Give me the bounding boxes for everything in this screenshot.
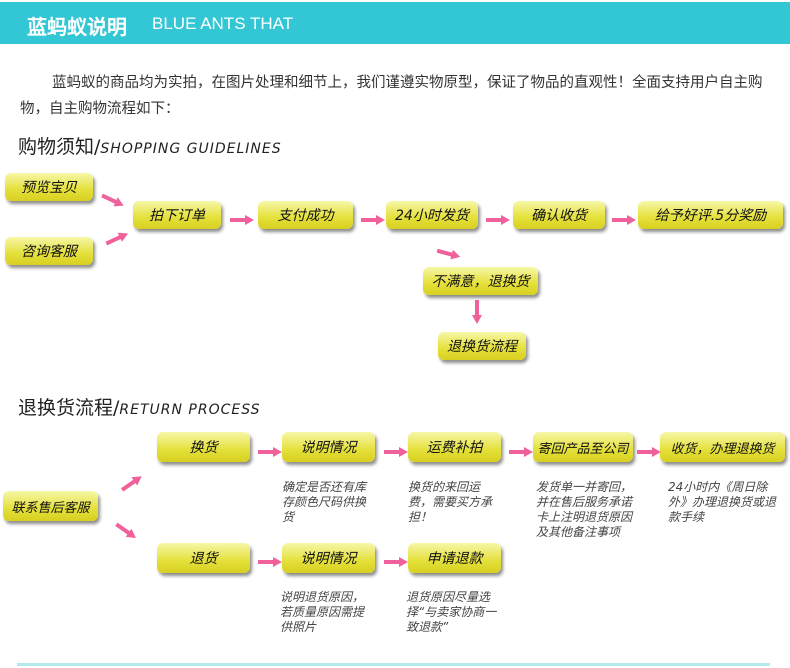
arrow-icon (436, 241, 463, 260)
step-preview: 预览宝贝 (5, 173, 93, 201)
note-receive: 24小时内《周日除外》办理退换货或退款手续 (668, 480, 777, 524)
step-pay: 支付成功 (258, 201, 353, 229)
arrow-icon (258, 442, 282, 457)
step-ship: 24小时发货 (386, 201, 478, 229)
arrow-icon (361, 210, 385, 225)
header-bar: 蓝蚂蚁说明 BLUE ANTS THAT (0, 2, 790, 44)
arrow-icon (230, 210, 254, 225)
arrow-icon (384, 552, 408, 567)
shopping-title-en: SHOPPING GUIDELINES (100, 141, 282, 157)
arrow-icon (509, 442, 533, 457)
arrow-icon (102, 224, 128, 246)
header-title-en: BLUE ANTS THAT (152, 14, 294, 33)
header-title-cn: 蓝蚂蚁说明 (27, 15, 127, 39)
shopping-section-title: 购物须知/SHOPPING GUIDELINES (18, 132, 282, 159)
step-apply-refund: 申请退款 (408, 543, 501, 573)
step-contact-service: 联系售后客服 (3, 491, 98, 521)
arrow-icon (486, 210, 510, 225)
step-shipping-fee: 运费补拍 (408, 432, 501, 462)
step-refund: 退货 (157, 543, 250, 573)
note-exchange-explain: 确定是否还有库存颜色尺码供换货 (282, 480, 367, 524)
note-send-back: 发货单一并寄回，并在售后服务承诺卡上注明退货原因及其他备注事项 (536, 480, 633, 539)
arrow-icon (116, 468, 142, 492)
return-title-cn: 退换货流程/ (18, 397, 120, 419)
note-apply: 退货原因尽量选择“与卖家协商一致退款” (406, 590, 497, 634)
arrow-icon (384, 442, 408, 457)
step-receive: 收货，办理退换货 (660, 432, 785, 462)
step-explain-exchange: 说明情况 (282, 432, 375, 462)
arrow-icon (258, 552, 282, 567)
note-shipping: 换货的来回运费，需要买方承担！ (408, 480, 493, 524)
arrow-icon (637, 442, 661, 457)
intro-text: 蓝蚂蚁的商品均为实拍，在图片处理和细节上，我们谨遵实物原型，保证了物品的直观性！… (20, 75, 763, 117)
step-send-back: 寄回产品至公司 (533, 432, 633, 462)
arrow-icon (612, 210, 636, 225)
arrow-icon (101, 186, 128, 207)
step-return-process: 退换货流程 (438, 332, 526, 360)
note-refund-explain: 说明退货原因，若质量原因需提供照片 (280, 590, 365, 634)
step-confirm: 确认收货 (513, 201, 605, 229)
arrow-icon (115, 516, 141, 538)
step-exchange: 换货 (157, 432, 250, 462)
step-unsatisfied: 不满意，退换货 (423, 267, 538, 295)
arrow-icon (472, 300, 487, 324)
bottom-divider (17, 663, 770, 666)
shopping-title-cn: 购物须知/ (18, 136, 101, 158)
step-explain-refund: 说明情况 (282, 543, 375, 573)
return-section-title: 退换货流程/RETURN PROCESS (18, 393, 261, 420)
step-review: 给予好评.5分奖励 (638, 201, 783, 229)
step-order: 拍下订单 (133, 201, 221, 229)
step-consult: 咨询客服 (5, 237, 93, 265)
return-title-en: RETURN PROCESS (119, 402, 261, 418)
